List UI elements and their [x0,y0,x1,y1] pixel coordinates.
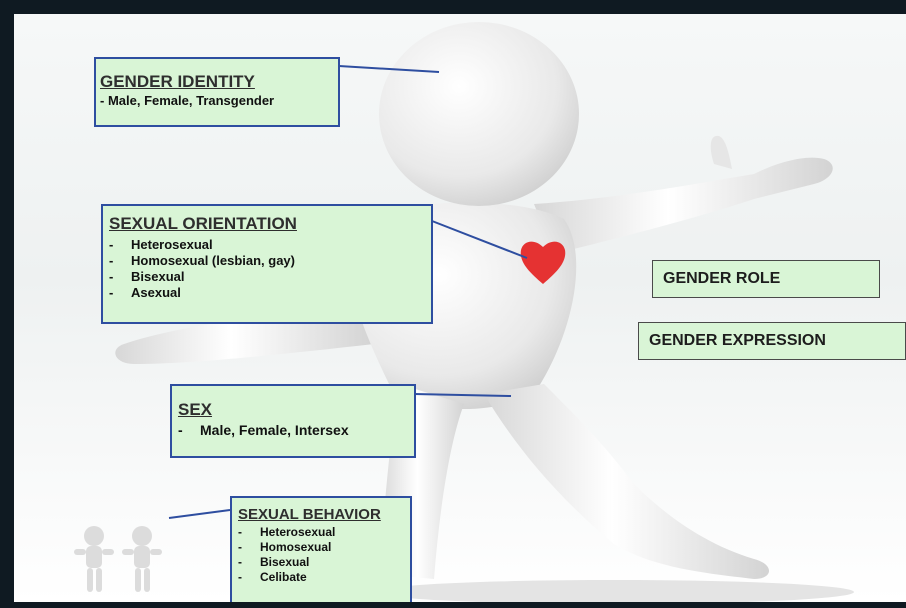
list-item: Bisexual [238,555,410,570]
figure-right-arm [534,157,833,254]
list-item: Celibate [238,570,410,585]
sexual-behavior-box: SEXUAL BEHAVIOR Heterosexual Homosexual … [230,496,412,602]
figure-shadow [374,580,854,602]
sexual-behavior-list: Heterosexual Homosexual Bisexual Celibat… [238,525,410,585]
gender-identity-box: GENDER IDENTITY - Male, Female, Transgen… [94,57,340,127]
sex-title: SEX [178,400,213,419]
sexual-behavior-title: SEXUAL BEHAVIOR [238,506,381,523]
list-item: Asexual [109,285,431,301]
connector-sex [413,393,512,397]
small-figures-illustration [74,526,162,592]
list-item: Heterosexual [238,525,410,540]
connector-sexual-behavior [168,509,231,519]
connector-gender-identity [338,65,440,73]
sexual-orientation-title: SEXUAL ORIENTATION [109,214,297,233]
list-item: Heterosexual [109,237,431,253]
sex-box: SEX Male, Female, Intersex [170,384,416,458]
figure-head [379,22,579,206]
list-item: Homosexual (lesbian, gay) [109,253,431,269]
figure-right-leg [484,384,769,579]
gender-identity-detail: - Male, Female, Transgender [100,93,275,108]
sexual-orientation-list: Heterosexual Homosexual (lesbian, gay) B… [109,237,431,301]
gender-identity-title: GENDER IDENTITY [100,72,255,91]
connector-sexual-orientation [431,220,528,259]
gender-expression-box: GENDER EXPRESSION [638,322,906,360]
list-item: Male, Female, Intersex [178,422,414,438]
list-item: Bisexual [109,269,431,285]
sex-list: Male, Female, Intersex [178,422,414,438]
figure-right-thumb [710,135,732,169]
gender-role-box: GENDER ROLE [652,260,880,298]
list-item: Homosexual [238,540,410,555]
heart-icon [520,241,566,284]
figure-illustration [74,22,854,602]
slide-canvas: GENDER IDENTITY - Male, Female, Transgen… [14,14,906,602]
sexual-orientation-box: SEXUAL ORIENTATION Heterosexual Homosexu… [101,204,433,324]
